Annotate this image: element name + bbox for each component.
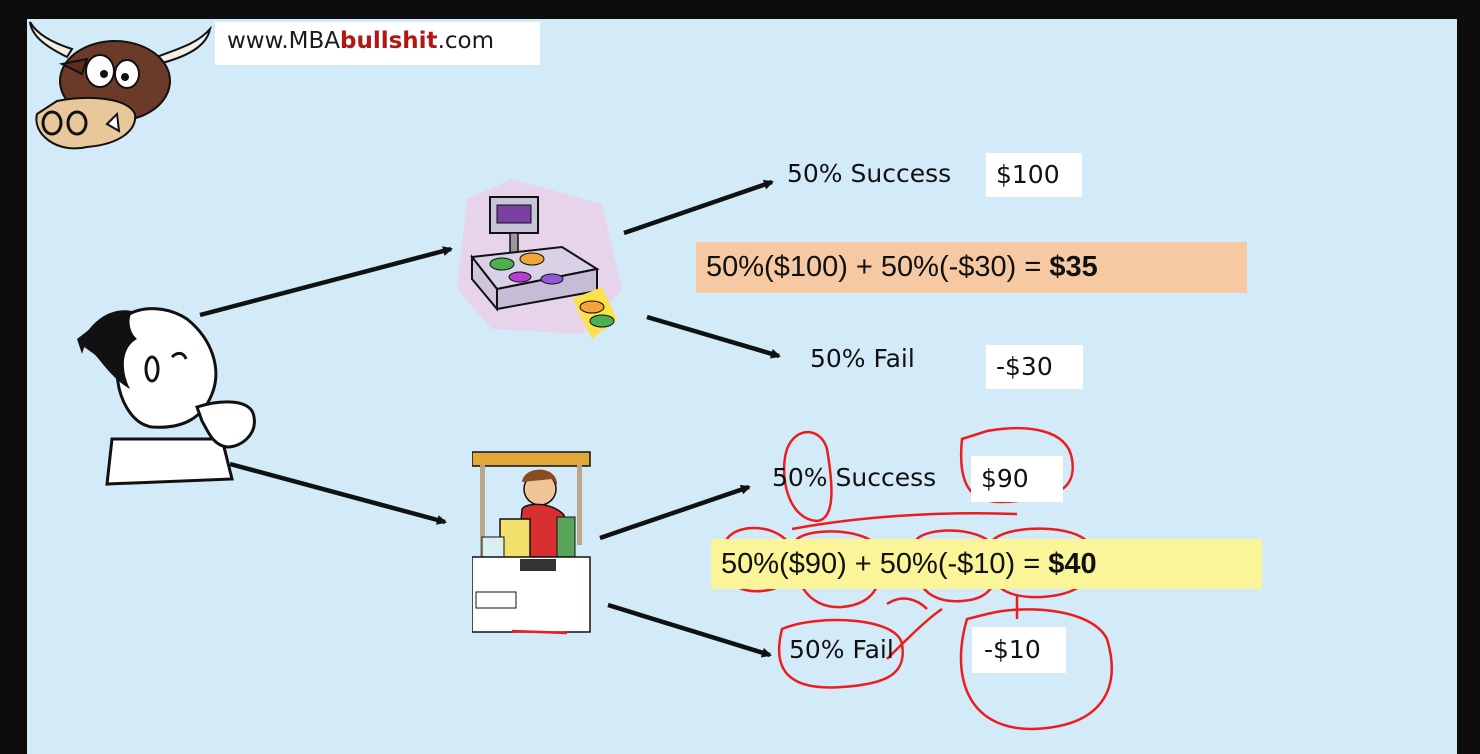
top-success-label: 50% Success	[787, 159, 952, 188]
branch-arrows	[199, 179, 781, 658]
top-formula-result: $35	[1049, 251, 1098, 283]
url-brand: bullshit	[340, 28, 438, 54]
arrow-top-fail	[646, 314, 781, 359]
top-fail-label: 50% Fail	[810, 344, 915, 373]
candy-store-illustration	[457, 179, 622, 339]
arrow-to-lemonade-stand	[229, 461, 447, 525]
url-suffix: .com	[437, 28, 494, 54]
website-url-box[interactable]: www.MBAbullshit.com	[215, 22, 540, 65]
bottom-success-label: 50% Success	[772, 463, 937, 492]
top-fail-value: -$30	[986, 345, 1083, 389]
arrow-to-candy-store	[199, 246, 453, 318]
website-url[interactable]: www.MBAbullshit.com	[227, 28, 494, 54]
bottom-fail-value: -$10	[972, 627, 1066, 673]
top-expected-value-formula: 50%($100) + 50%(-$30) = $35	[696, 242, 1247, 293]
slide: www.MBAbullshit.com	[27, 19, 1457, 754]
bottom-expected-value-formula: 50%($90) + 50%(-$10) = $40	[711, 539, 1262, 589]
top-formula-expression: 50%($100) + 50%(-$30) =	[706, 251, 1050, 283]
thinking-person-illustration	[77, 307, 256, 486]
bottom-fail-label: 50% Fail	[789, 635, 894, 664]
decision-tree-svg	[199, 179, 1113, 731]
bull-mascot-logo	[29, 21, 212, 150]
top-success-value: $100	[986, 153, 1082, 197]
arrow-bottom-success	[599, 484, 751, 541]
red-annotations	[511, 426, 1113, 731]
url-prefix: www.MBA	[227, 28, 340, 54]
bottom-formula-result: $40	[1048, 548, 1097, 580]
lemonade-stand-illustration	[472, 451, 591, 633]
bottom-formula-expression: 50%($90) + 50%(-$10) =	[721, 548, 1049, 580]
bottom-success-value: $90	[971, 456, 1063, 502]
arrow-top-success	[623, 179, 774, 236]
arrow-bottom-fail	[607, 602, 772, 658]
